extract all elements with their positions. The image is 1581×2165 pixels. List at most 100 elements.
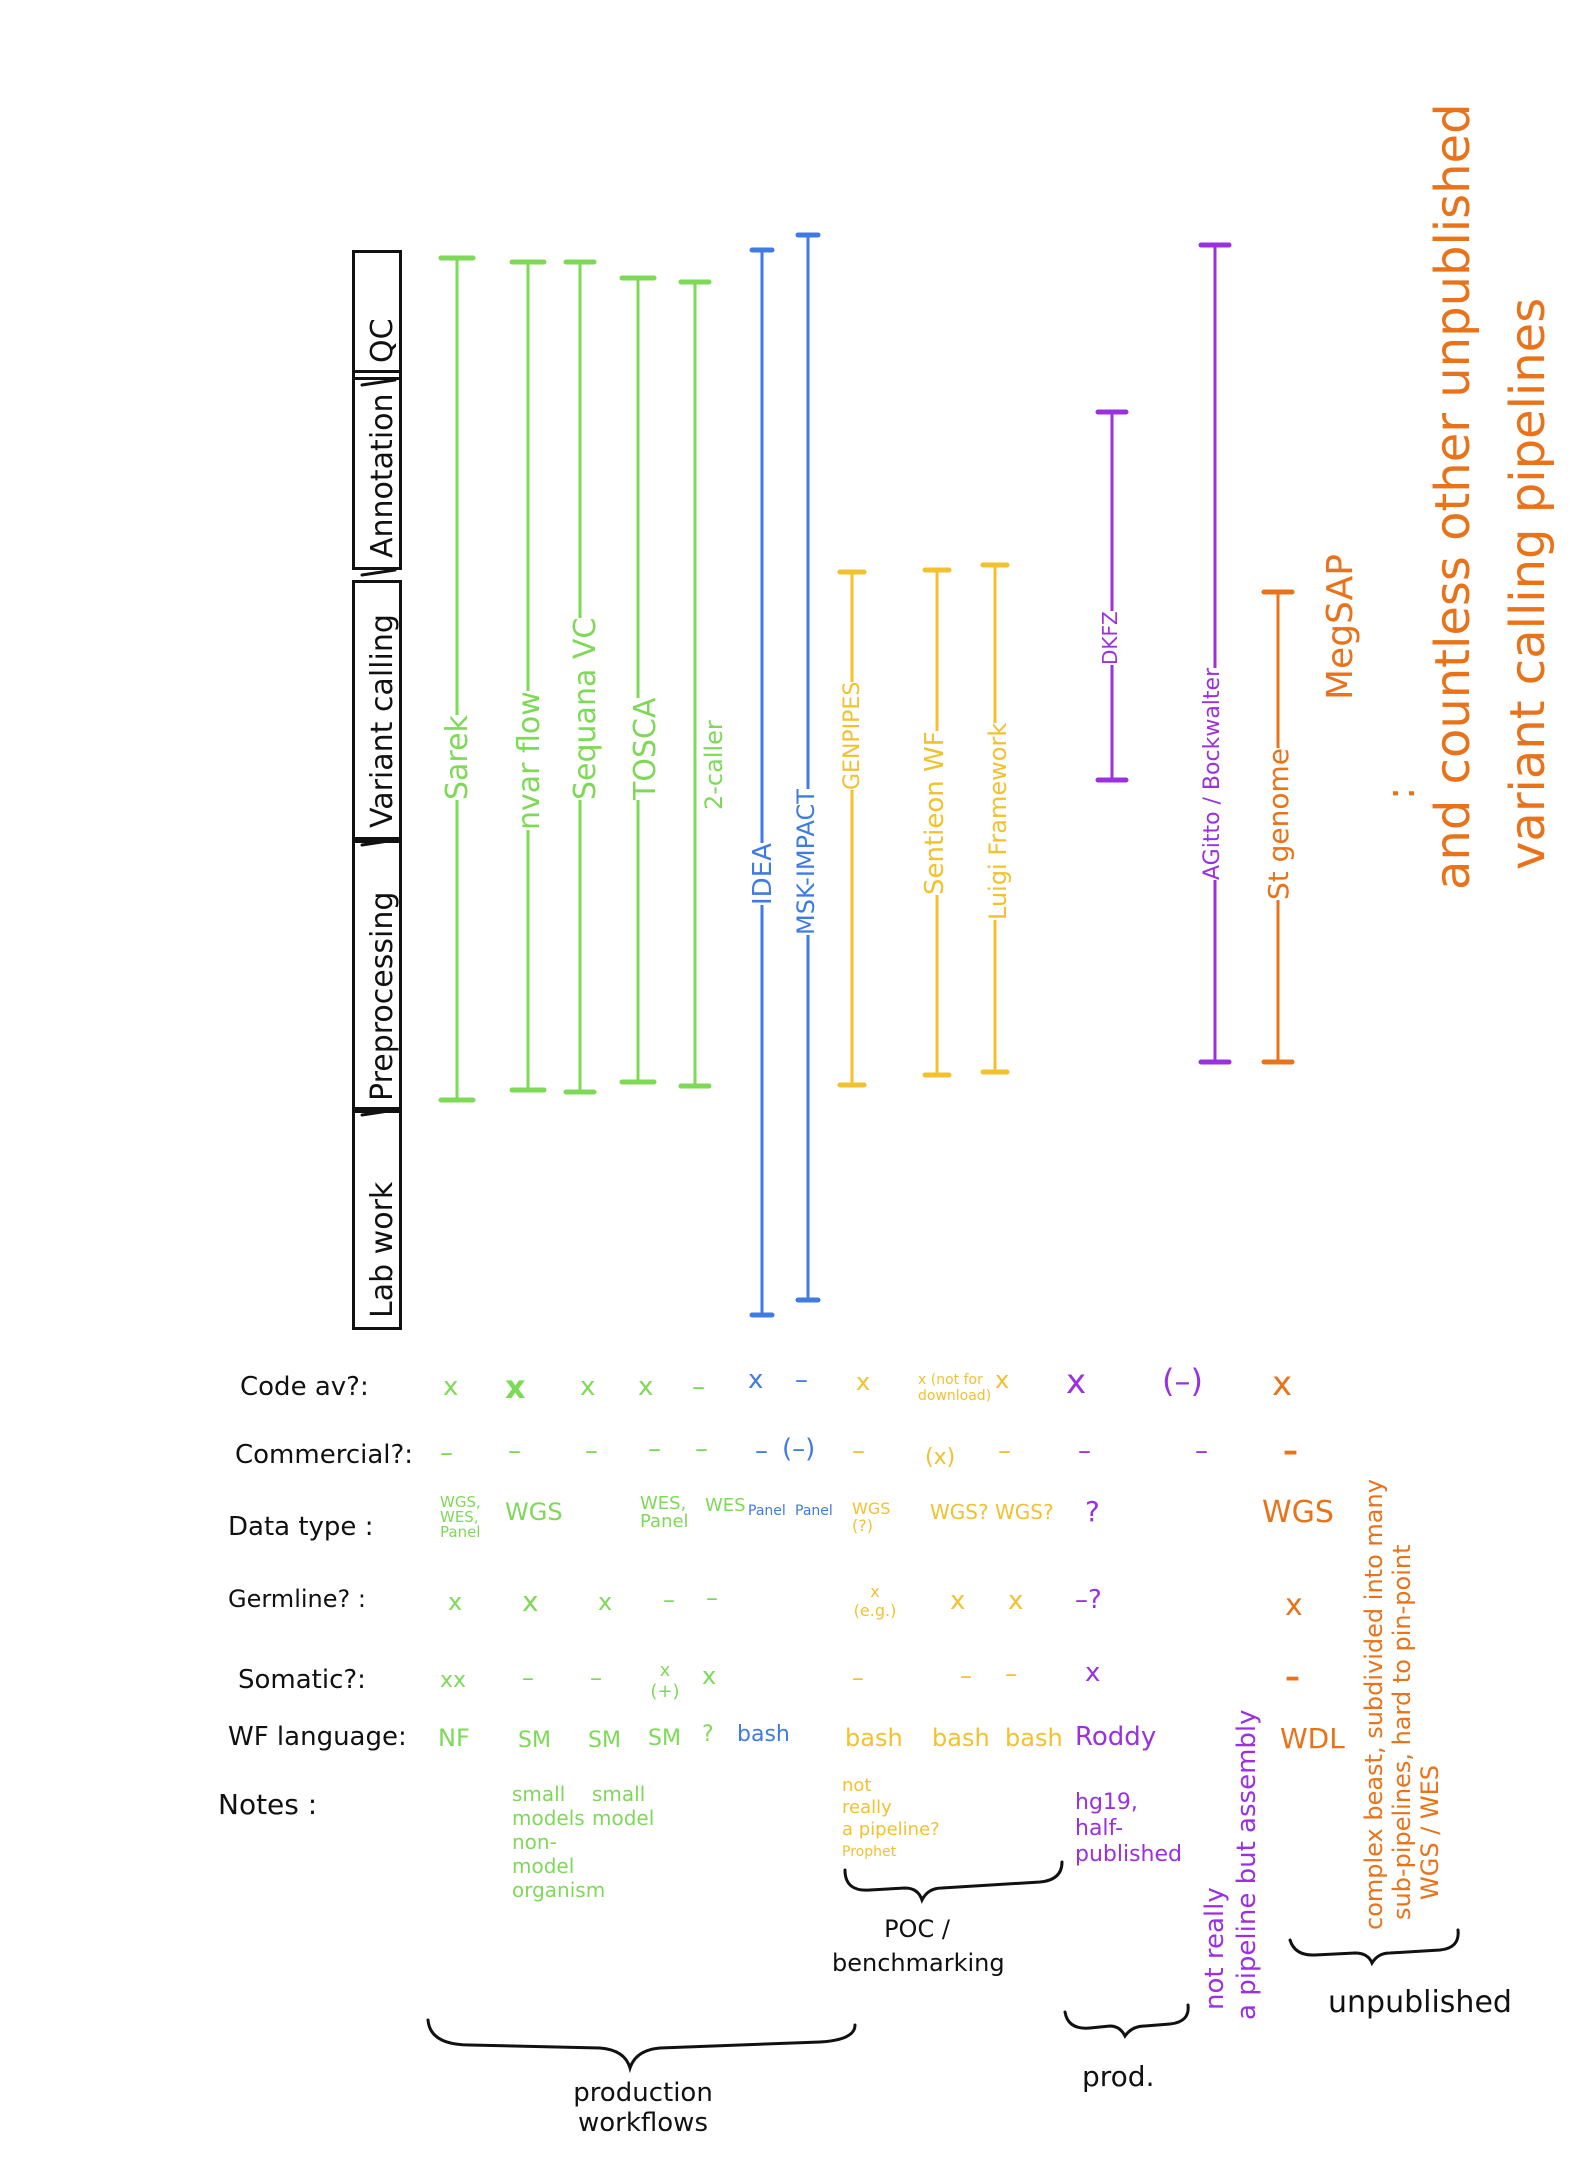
cell-wf-dkfz: Roddy xyxy=(1075,1722,1157,1752)
tab-divider-1 xyxy=(360,378,397,387)
note-purple-vertical-1: not really xyxy=(1200,1887,1230,2010)
pipeline-label-sentieon-wf: Sentieon WF xyxy=(920,731,950,895)
cell-datatype-2caller: WES xyxy=(705,1495,746,1516)
cell-datatype-idea: Panel xyxy=(748,1503,786,1519)
cell-wf-luigi: bash xyxy=(1005,1724,1063,1752)
cell-wf-blue: bash xyxy=(737,1722,790,1747)
cell-somatic-2caller: x xyxy=(702,1662,717,1690)
cell-datatype-luigi: WGS? xyxy=(995,1500,1054,1524)
note-line: not xyxy=(842,1775,872,1796)
cell-somatic-stgenome: – xyxy=(1285,1660,1300,1695)
cell-germline-sentieon: x xyxy=(950,1586,966,1616)
cell-datatype-sarek: WGS, WES, Panel xyxy=(440,1493,481,1541)
cell-somatic-tosca: x (+) xyxy=(650,1660,680,1702)
note-purple: hg19, half- published xyxy=(1075,1790,1182,1868)
row-label-wf-language: WF language: xyxy=(228,1722,407,1752)
cell-datatype-msk: Panel xyxy=(795,1503,833,1519)
cell-code-dkfz: x xyxy=(1066,1362,1087,1402)
cell-germline-stgenome: x xyxy=(1285,1588,1303,1623)
unpublished-note-line1: and countless other unpublished xyxy=(1425,103,1481,890)
pipeline-label-sequana-vc: Sequana VC xyxy=(568,617,603,800)
cell-datatype-dkfz: ? xyxy=(1085,1495,1100,1528)
pipeline-label-idea: IDEA xyxy=(748,843,778,905)
cell-commercial-sarek: – xyxy=(440,1438,453,1468)
cell-germline-luigi: x xyxy=(1008,1586,1024,1616)
note-line: really xyxy=(842,1797,892,1818)
note-line: model xyxy=(512,1854,575,1878)
cell-wf-tosca: SM xyxy=(648,1726,681,1751)
brace-unpublished xyxy=(1288,1928,1460,1967)
stage-label: QC xyxy=(365,318,400,363)
cell-commercial-nvarflow: – xyxy=(508,1436,521,1466)
cell-commercial-luigi: – xyxy=(998,1436,1011,1466)
stage-label: Variant calling xyxy=(365,614,400,828)
pipeline-label-msk-impact: MSK-IMPACT xyxy=(792,789,820,935)
cell-wf-sequana: SM xyxy=(588,1728,621,1753)
cell-commercial-idea: – xyxy=(755,1436,768,1466)
note-line: half- xyxy=(1075,1816,1124,1841)
cell-somatic-sentieon: – xyxy=(960,1662,972,1690)
cell-code-agitto: (–) xyxy=(1162,1362,1203,1400)
row-label-germline: Germline? : xyxy=(228,1585,366,1613)
cell-code-idea: x xyxy=(748,1365,764,1395)
note-line: model xyxy=(592,1806,655,1830)
cell-somatic-dkfz: x xyxy=(1085,1658,1101,1688)
cell-commercial-stgenome: – xyxy=(1283,1434,1298,1469)
cell-somatic-genpipes: – xyxy=(852,1664,864,1692)
cell-code-nvarflow: x xyxy=(505,1368,526,1406)
pipeline-label-luigi-framework: Luigi Framework xyxy=(984,722,1012,920)
pipeline-label-dkfz: DKFZ xyxy=(1098,611,1122,665)
cell-code-tosca: x xyxy=(638,1372,654,1402)
cell-somatic-luigi: – xyxy=(1005,1660,1017,1688)
cell-code-sequana: x xyxy=(580,1372,596,1402)
group-label-poc: POC / benchmarking xyxy=(832,1915,1005,1977)
row-label-commercial: Commercial?: xyxy=(235,1440,414,1470)
stage-tab-annotation: Annotation xyxy=(352,370,402,570)
note-green-2: small model xyxy=(592,1782,654,1830)
cell-germline-2caller: – xyxy=(706,1584,718,1612)
cell-germline-sequana: x xyxy=(598,1588,613,1616)
cell-commercial-msk: (–) xyxy=(782,1434,816,1464)
cell-commercial-genpipes: – xyxy=(852,1436,865,1466)
note-green-1: small models non- model organism xyxy=(512,1782,605,1902)
cell-code-2caller: – xyxy=(692,1372,705,1402)
pipeline-label-genpipes: GENPIPES xyxy=(840,681,865,790)
cell-somatic-sequana: – xyxy=(590,1664,602,1692)
cell-commercial-dkfz: – xyxy=(1078,1436,1091,1466)
cell-commercial-tosca: – xyxy=(648,1434,661,1464)
pipeline-label-nvar-flow: nvar flow xyxy=(512,691,547,830)
note-orange-vertical-3: WGS / WES xyxy=(1416,1764,1444,1900)
cell-code-luigi: x xyxy=(995,1366,1010,1394)
brace-production xyxy=(426,2018,857,2074)
cell-commercial-agitto: – xyxy=(1195,1436,1208,1466)
cell-code-genpipes: x xyxy=(856,1368,871,1396)
stage-label: Preprocessing xyxy=(365,891,400,1101)
pipeline-label-2-caller: 2-caller xyxy=(700,720,728,810)
group-label-unpublished: unpublished xyxy=(1328,1985,1512,2020)
cell-datatype-tosca: WES, Panel xyxy=(640,1493,689,1532)
note-line: Prophet xyxy=(842,1844,897,1860)
note-line: a pipeline? xyxy=(842,1819,940,1840)
cell-wf-sarek: NF xyxy=(438,1724,470,1752)
cell-germline-genpipes: x (e.g.) xyxy=(853,1582,897,1620)
cell-code-sarek: x xyxy=(443,1372,459,1402)
pipeline-label-tosca: TOSCA xyxy=(628,697,663,800)
brace-poc xyxy=(843,1860,1064,1904)
cell-germline-dkfz: –? xyxy=(1075,1585,1102,1615)
pipeline-label-sarek: Sarek xyxy=(440,715,475,800)
ellipsis-dots: : xyxy=(1378,786,1424,800)
cell-commercial-2caller: – xyxy=(695,1434,708,1464)
cell-datatype-sentieon: WGS? xyxy=(930,1500,989,1524)
note-yellow: not really a pipeline? Prophet xyxy=(842,1775,940,1863)
stage-label: Lab work xyxy=(365,1181,400,1318)
cell-wf-stgenome: WDL xyxy=(1280,1722,1345,1755)
note-purple-vertical-2: a pipeline but assembly xyxy=(1232,1709,1262,2020)
note-line: models xyxy=(512,1806,585,1830)
brace-prod xyxy=(1063,2003,1190,2039)
cell-wf-sentieon: bash xyxy=(932,1724,990,1752)
cell-code-msk: – xyxy=(795,1365,808,1395)
note-orange-vertical-1: complex beast, subdivided into many xyxy=(1360,1479,1388,1930)
note-line: non- xyxy=(512,1830,557,1854)
group-label-prod: prod. xyxy=(1082,2060,1155,2093)
